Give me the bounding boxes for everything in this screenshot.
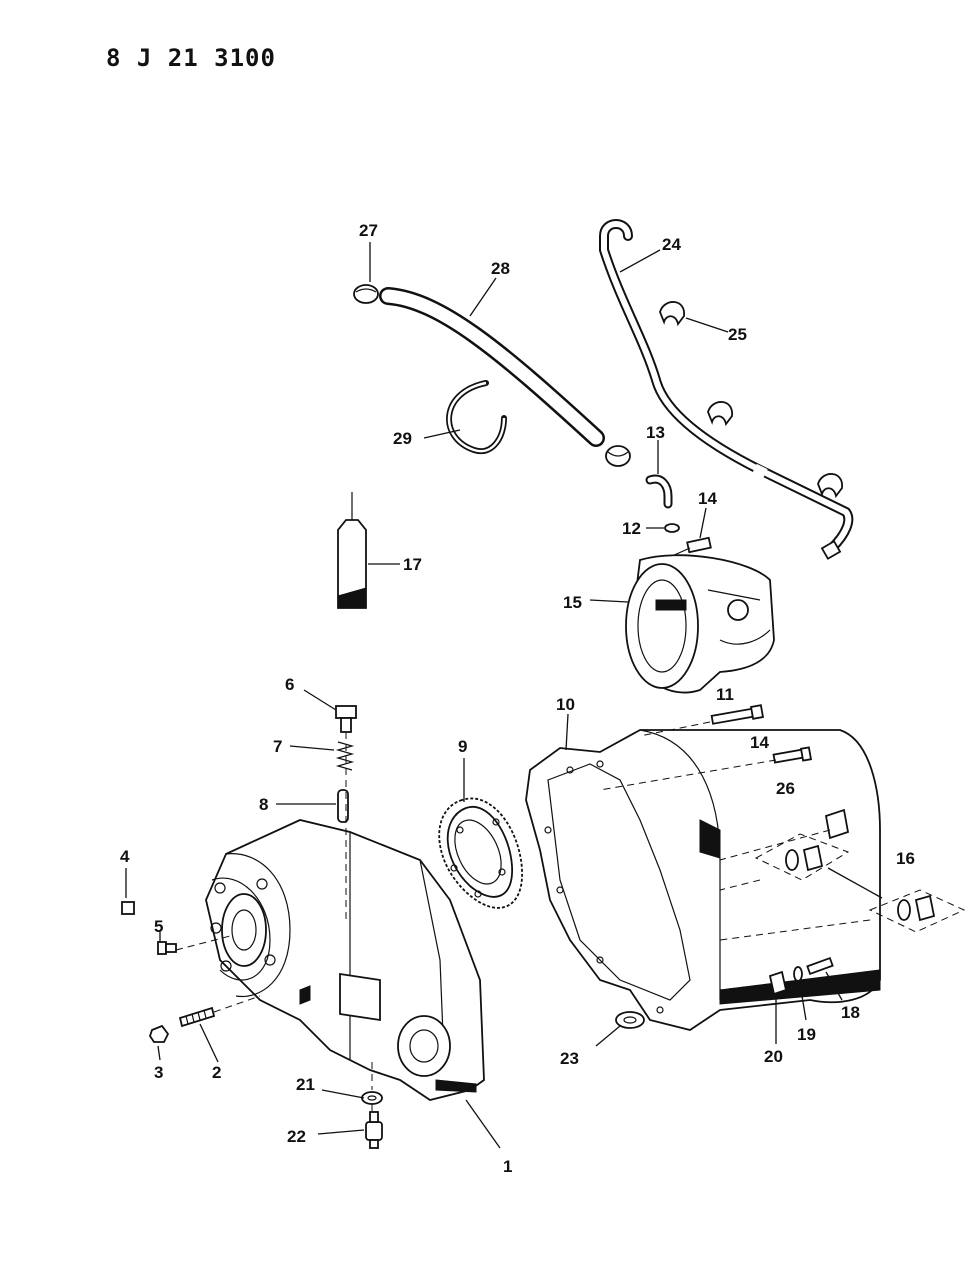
- callout-28: 28: [491, 259, 510, 278]
- part-20-bushing: [768, 970, 788, 996]
- callout-24: 24: [662, 235, 681, 254]
- part-4-plug: [121, 901, 135, 915]
- callout-6: 6: [285, 675, 294, 694]
- callout-26: 26: [776, 779, 795, 798]
- callout-3: 3: [154, 1063, 163, 1082]
- callout-20: 20: [764, 1047, 783, 1066]
- part-26-plug: [824, 808, 850, 840]
- callout-13: 13: [646, 423, 665, 442]
- callout-7: 7: [273, 737, 282, 756]
- callout-9: 9: [458, 737, 467, 756]
- part-18-bolt: [806, 956, 834, 976]
- callout-12: 12: [622, 519, 641, 538]
- callout-25: 25: [728, 325, 747, 344]
- callout-2: 2: [212, 1063, 221, 1082]
- part-10-rear-case-half: [525, 729, 881, 1031]
- part-9-ring-gear: [438, 797, 523, 909]
- callout-11: 11: [716, 685, 734, 704]
- part-11-bolt: [710, 704, 765, 725]
- hose-end-clamp: [605, 445, 631, 467]
- part-12-washer: [664, 523, 680, 533]
- callout-14-upper: 14: [698, 489, 717, 508]
- callout-23: 23: [560, 1049, 579, 1068]
- document-code: 8 J 21 3100: [106, 44, 276, 72]
- part-14-bolt-lower: [772, 746, 813, 764]
- part-28-vent-hose: [379, 287, 605, 447]
- part-29-snap-ring: [446, 380, 507, 455]
- callout-19: 19: [797, 1025, 816, 1044]
- callout-21: 21: [296, 1075, 315, 1094]
- part-5-screw: [157, 941, 177, 955]
- callout-14-lower: 14: [750, 733, 769, 752]
- part-25-tube-clip: [659, 301, 685, 327]
- callout-29: 29: [393, 429, 412, 448]
- part-24-vent-tube: [599, 219, 854, 560]
- part-6-plug: [335, 705, 357, 733]
- leader-lines: [125, 242, 843, 1149]
- part-1-front-case-half: [205, 819, 485, 1101]
- callout-4: 4: [120, 847, 130, 866]
- tube-clip-b: [707, 401, 733, 427]
- callout-18: 18: [841, 1003, 860, 1022]
- part-27-hose-clamp: [353, 284, 379, 304]
- part-22-switch: [365, 1111, 383, 1149]
- callout-17: 17: [403, 555, 422, 574]
- part-3-nut: [149, 1024, 170, 1043]
- part-16-seal-kit: [754, 833, 966, 933]
- part-14-bolt-upper: [671, 536, 712, 557]
- part-7-spring: [335, 741, 355, 771]
- callout-5: 5: [154, 917, 163, 936]
- callout-8: 8: [259, 795, 268, 814]
- part-2-stud: [178, 1006, 216, 1028]
- part-19-washer: [793, 966, 803, 982]
- tube-clip-c: [817, 473, 843, 499]
- callout-22: 22: [287, 1127, 306, 1146]
- callout-15: 15: [563, 593, 582, 612]
- alignment-lines: [175, 721, 871, 1112]
- callout-10: 10: [556, 695, 575, 714]
- callout-27: 27: [359, 221, 378, 240]
- part-15-extension-housing: [625, 554, 775, 694]
- callout-labels: 27 28 29 24 25 13 12 14 15 17 6 7 8 9 10…: [120, 221, 915, 1176]
- callout-1: 1: [503, 1157, 512, 1176]
- part-13-elbow-fitting: [645, 474, 673, 509]
- part-21-washer: [361, 1091, 383, 1105]
- part-17-sealant-tube: [337, 492, 367, 609]
- callout-16: 16: [896, 849, 915, 868]
- part-23-washer: [615, 1011, 645, 1029]
